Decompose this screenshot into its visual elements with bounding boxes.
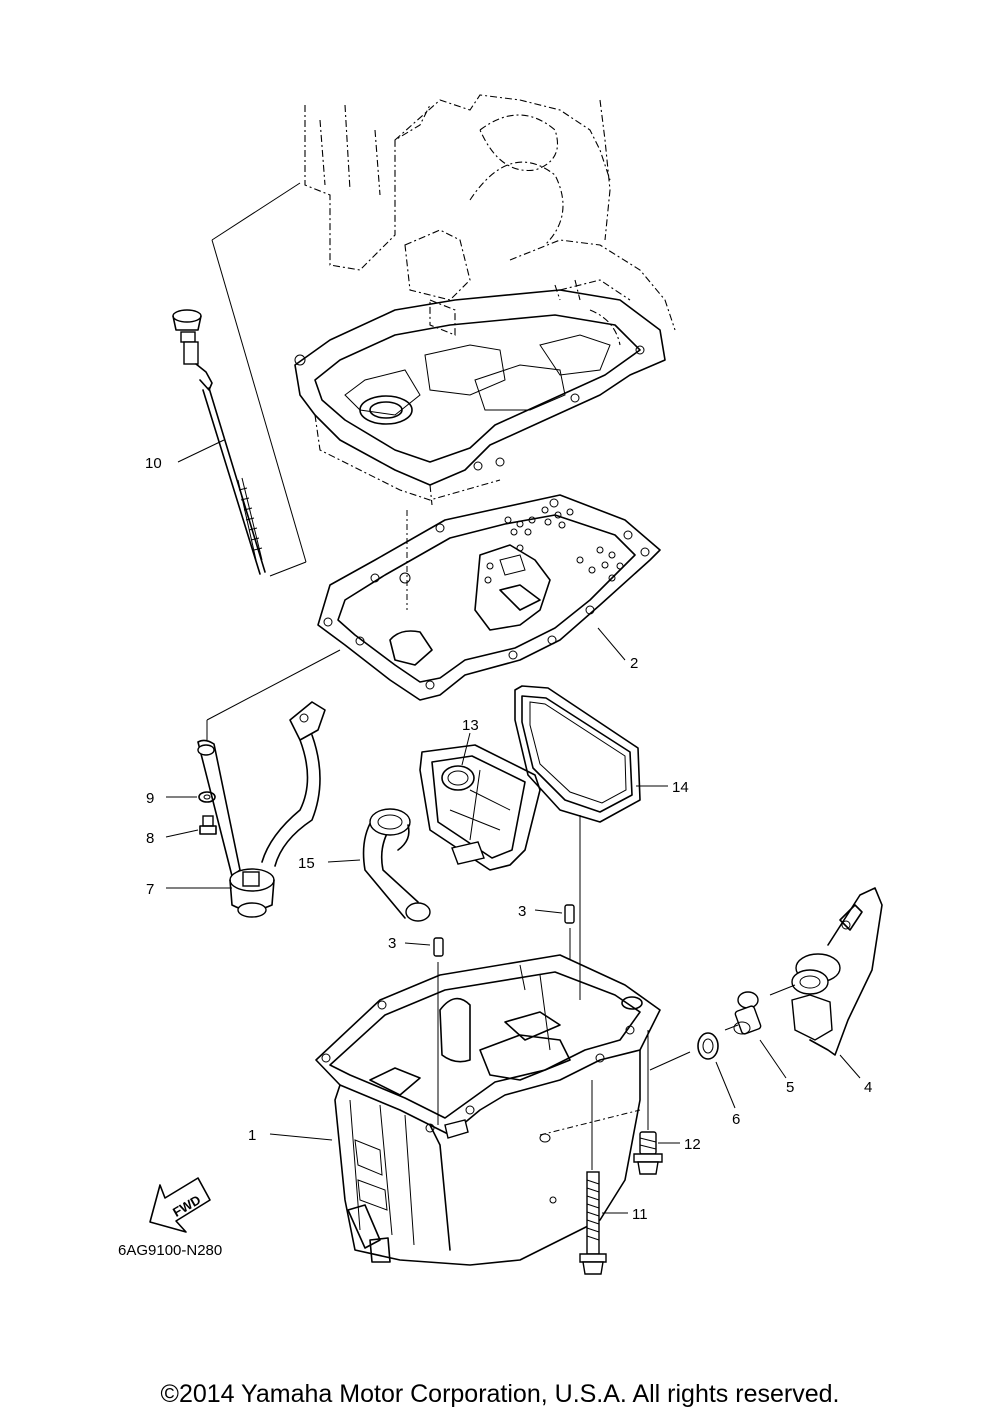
part-15-hose[interactable] — [362, 808, 431, 922]
part-3-dowel-pin-b[interactable] — [564, 904, 575, 924]
callout-6: 6 — [732, 1111, 740, 1128]
callouts: 1 2 3 3 4 5 6 7 8 9 10 11 12 13 14 15 — [145, 439, 872, 1223]
callout-5: 5 — [786, 1079, 794, 1096]
drawing-code: 6AG9100-N280 — [118, 1242, 223, 1259]
part-7-oil-strainer-pipe[interactable] — [197, 701, 326, 918]
part-4-drain-cover[interactable] — [791, 887, 883, 1056]
copyright-notice: ©2014 Yamaha Motor Corporation, U.S.A. A… — [160, 1380, 840, 1408]
fwd-arrow-icon: FWD — [149, 1177, 211, 1233]
fwd-label: FWD — [170, 1192, 203, 1220]
callout-8: 8 — [146, 830, 154, 847]
callout-2: 2 — [630, 655, 638, 672]
part-10-dipstick[interactable] — [172, 309, 266, 575]
engine-block-ghost — [294, 94, 676, 506]
callout-9: 9 — [146, 790, 154, 807]
part-5-drain-plug[interactable] — [733, 991, 762, 1035]
part-11-long-bolt[interactable] — [579, 1080, 607, 1275]
callout-1: 1 — [248, 1127, 256, 1144]
callout-7: 7 — [146, 881, 154, 898]
dipstick-guide-lines — [211, 182, 307, 577]
callout-15: 15 — [298, 855, 315, 872]
part-13-strainer-screen[interactable] — [419, 744, 541, 871]
callout-10: 10 — [145, 455, 162, 472]
part-9-washer[interactable] — [198, 791, 216, 803]
part-1-oil-pan[interactable] — [315, 954, 661, 1266]
callout-12: 12 — [684, 1136, 701, 1153]
callout-3a: 3 — [388, 935, 396, 952]
part-2-gasket[interactable] — [317, 494, 661, 701]
callout-11: 11 — [632, 1206, 648, 1223]
part-8-bolt[interactable] — [199, 815, 217, 835]
part-12-bolt[interactable] — [633, 1030, 663, 1175]
callout-14: 14 — [672, 779, 689, 796]
callout-13: 13 — [462, 717, 479, 734]
part-3-dowel-pin-a[interactable] — [433, 937, 444, 957]
part-14-baffle-plate[interactable] — [514, 685, 641, 823]
callout-3b: 3 — [518, 903, 526, 920]
callout-4: 4 — [864, 1079, 872, 1096]
part-6-gasket-ring[interactable] — [697, 1032, 719, 1060]
